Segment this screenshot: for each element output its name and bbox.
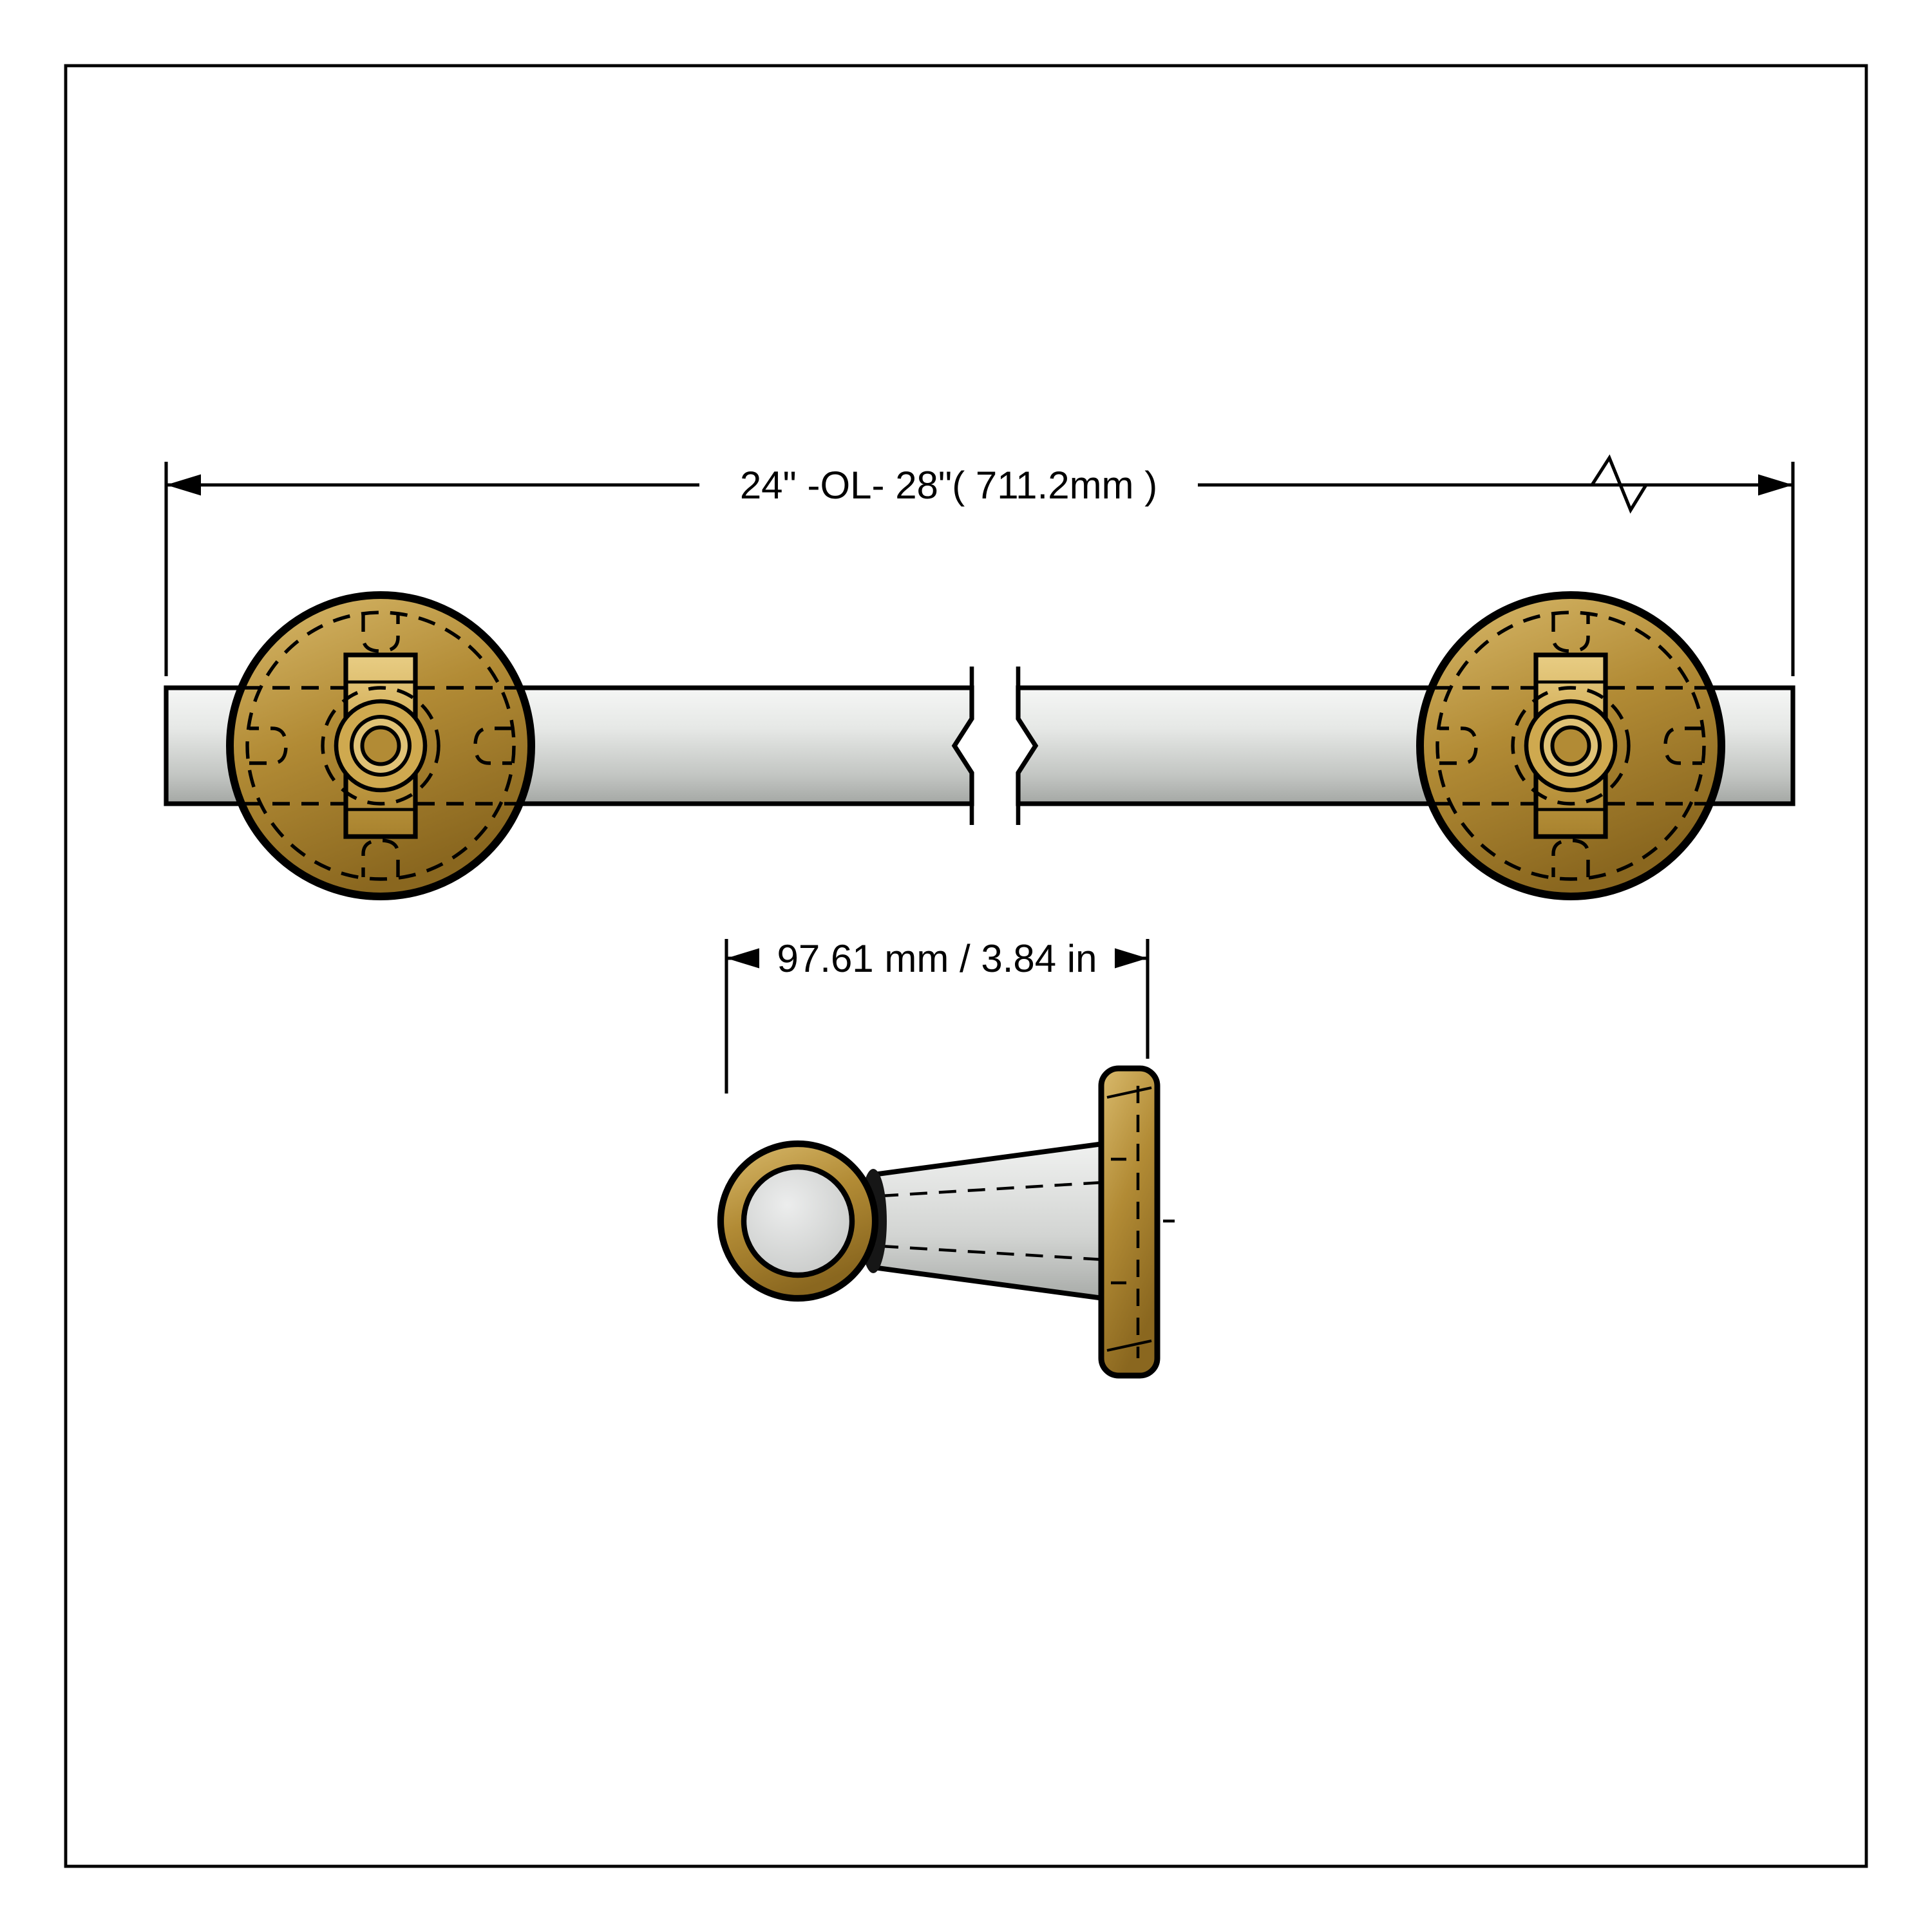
flange-left <box>226 591 535 900</box>
flange-left-hidden-circle <box>321 686 440 806</box>
flange-left-slots <box>249 614 512 877</box>
projection-label: 97.61 mm / 3.84 in <box>777 937 1097 980</box>
dimension-arrow-left <box>726 947 761 969</box>
dimension-arrow-left <box>166 474 201 496</box>
side-view: 97.61 mm / 3.84 in <box>717 933 1175 1379</box>
post-cone <box>871 1141 1106 1302</box>
wall-flange-edge <box>1098 1065 1160 1379</box>
dimension-arrow-right <box>1113 947 1148 969</box>
flange-right-hidden-circle <box>1511 686 1631 806</box>
bar-end-face <box>741 1164 855 1278</box>
dimension-label-mask <box>759 933 1115 983</box>
flange-right-rim-hidden <box>1435 611 1706 881</box>
flange-left-screw-inner <box>360 725 401 766</box>
wall-flange-slot-top <box>1106 1086 1152 1099</box>
drawing-border <box>64 64 1868 1868</box>
flange-right-slots <box>1439 614 1702 877</box>
dimension-arrow-right <box>1758 474 1793 496</box>
flange-right <box>1416 591 1725 900</box>
projection-dimension: 97.61 mm / 3.84 in <box>724 933 1150 1094</box>
flange-left-rim-hidden <box>245 611 516 881</box>
front-view: 24" -OL- 28"( 711.2mm ) <box>164 454 1795 900</box>
wall-flange-slot-bottom <box>1106 1339 1152 1352</box>
break-line-right <box>1016 667 1038 825</box>
dimension-break-mark <box>1590 454 1648 514</box>
flange-right-screw-inner <box>1550 725 1591 766</box>
post-hidden-edge-bottom <box>880 1244 1104 1262</box>
dimension-label-mask <box>699 458 1198 512</box>
post-hidden-edge-top <box>880 1180 1104 1198</box>
break-line-left <box>952 667 974 825</box>
overall-length-dimension: 24" -OL- 28"( 711.2mm ) <box>164 454 1795 676</box>
overall-length-label: 24" -OL- 28"( 711.2mm ) <box>740 464 1157 507</box>
